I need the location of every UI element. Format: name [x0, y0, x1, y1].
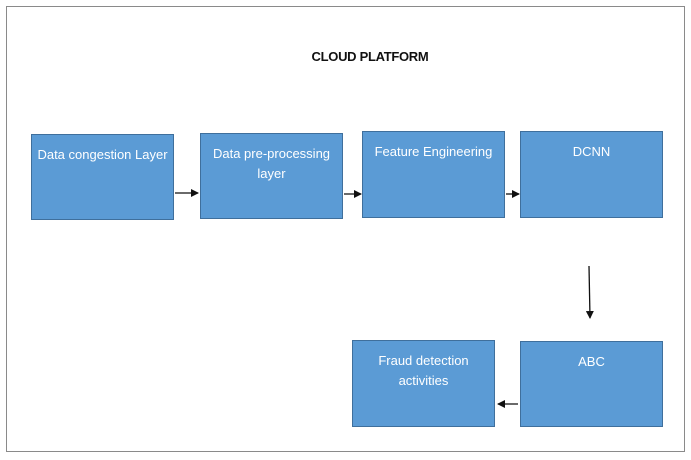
node-label: Data congestion Layer — [37, 147, 168, 162]
node-dcnn: DCNN — [520, 131, 663, 218]
node-feature-engineering: Feature Engineering — [362, 131, 505, 218]
node-fraud-detection-activities: Fraud detection activities — [352, 340, 495, 427]
node-label: Data pre-processing layer — [212, 146, 331, 181]
node-data-congestion-layer: Data congestion Layer — [31, 134, 174, 220]
node-label: Feature Engineering — [374, 144, 493, 159]
arrow-dcnn-to-abc — [585, 265, 594, 319]
node-abc: ABC — [520, 341, 663, 427]
node-label: ABC — [578, 354, 605, 369]
node-label: Fraud detection activities — [378, 353, 469, 388]
node-data-preprocessing-layer: Data pre-processing layer — [200, 133, 343, 219]
node-label: DCNN — [572, 144, 611, 159]
diagram-title: CLOUD PLATFORM — [311, 49, 429, 64]
